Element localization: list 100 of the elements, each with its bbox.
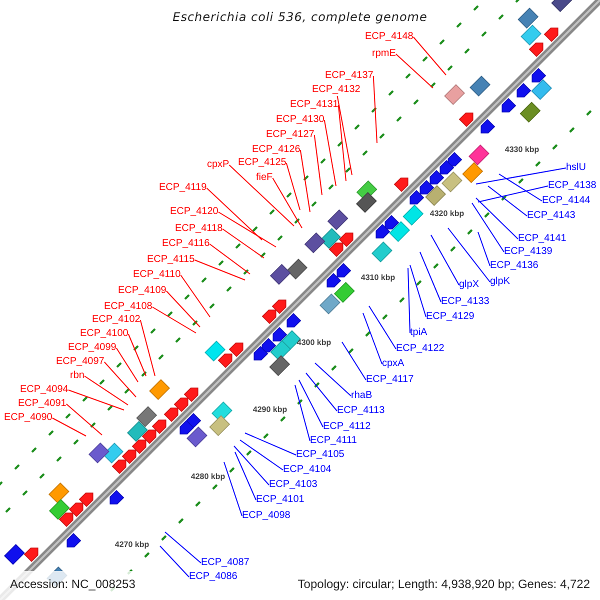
- leader-line: [498, 174, 542, 202]
- gene-label: ECP_4105: [296, 449, 344, 461]
- leader-line: [488, 186, 528, 216]
- leader-line: [294, 384, 310, 442]
- leader-line: [410, 264, 426, 318]
- gene-label: ECP_4139: [504, 246, 552, 258]
- leader-line: [218, 212, 276, 248]
- leader-line: [324, 120, 336, 186]
- gene-label: ECP_4148: [365, 31, 414, 43]
- gene-label: ECP_4097: [56, 356, 104, 368]
- leader-line: [234, 446, 270, 486]
- gene-label: ECP_4138: [548, 180, 596, 192]
- scale-label: 4280 kbp: [190, 472, 226, 482]
- gene-label: ECP_4143: [527, 210, 576, 222]
- leader-line: [342, 342, 366, 380]
- leader-line: [68, 390, 124, 410]
- leader-line: [140, 320, 156, 376]
- leader-line: [180, 274, 210, 318]
- gene-label: ECP_4118: [175, 223, 223, 235]
- gene-label: ECP_4133: [441, 296, 490, 308]
- leader-line: [240, 440, 284, 470]
- gene-label: hslU: [566, 162, 586, 174]
- accession-text: Accession: NC_008253: [10, 577, 136, 591]
- leader-line: [116, 348, 138, 382]
- leader-line: [395, 54, 434, 88]
- gene-label: ECP_4117: [366, 374, 414, 386]
- gene-label: glpX: [459, 279, 480, 291]
- leader-line: [472, 202, 504, 252]
- gene-label: ECP_4127: [266, 129, 314, 141]
- gene-label: ECP_4108: [104, 301, 152, 313]
- leader-line: [286, 162, 300, 210]
- gene-label: ECP_4115: [147, 254, 195, 266]
- gene-label: ECP_4102: [92, 314, 140, 326]
- gene-label: ECP_4098: [242, 510, 290, 522]
- gene-label: ECP_4144: [542, 195, 590, 207]
- gene-label: tpiA: [410, 327, 428, 339]
- leader-line: [314, 134, 322, 196]
- scale-label: 4320 kbp: [430, 209, 464, 219]
- leader-line: [298, 380, 324, 428]
- leader-line: [128, 334, 146, 376]
- gene-label: ECP_4126: [252, 144, 300, 156]
- gene-label: cpxP: [207, 159, 230, 171]
- diagram-title: Escherichia coli 536, complete genome: [172, 10, 428, 24]
- gene-label: cpxA: [382, 358, 404, 370]
- leader-line: [234, 452, 256, 500]
- gene-label: fieF: [256, 172, 273, 184]
- gene-label: ECP_4110: [133, 269, 181, 281]
- leader-line: [362, 312, 382, 364]
- leader-line: [152, 306, 196, 334]
- leader-line: [166, 290, 200, 328]
- gene-label: ECP_4100: [80, 328, 128, 340]
- scale-label: 4300 kbp: [296, 338, 332, 348]
- gene-label: ECP_4086: [189, 571, 238, 583]
- gene-label: ECP_4125: [238, 157, 286, 169]
- gene-label: ECP_4120: [170, 206, 218, 218]
- leader-line: [209, 244, 250, 274]
- gene-label: ECP_4136: [490, 260, 538, 272]
- leader-line: [368, 306, 396, 350]
- gene-label: ECP_4104: [283, 464, 332, 476]
- leader-line: [372, 76, 378, 144]
- gene-label: ECP_4137: [325, 70, 374, 82]
- leader-line: [430, 234, 460, 286]
- gene-label: ECP_4131: [290, 99, 338, 111]
- leader-line: [478, 186, 548, 202]
- leader-line: [412, 36, 446, 76]
- gene-label: ECP_4122: [396, 343, 444, 355]
- leader-line: [224, 462, 242, 516]
- leader-line: [244, 432, 296, 456]
- leader-line: [104, 362, 136, 398]
- gene-label: rbn: [70, 370, 84, 382]
- leader-line: [52, 418, 86, 436]
- leader-line: [420, 252, 442, 302]
- gene-label: ECP_4141: [518, 233, 566, 245]
- gene-label: ECP_4132: [312, 84, 360, 96]
- leader-line: [476, 168, 566, 184]
- leader-line: [84, 376, 128, 406]
- gene-label: ECP_4113: [337, 405, 385, 417]
- leader-line: [336, 96, 352, 176]
- genome-summary-text: Topology: circular; Length: 4,938,920 bp; Genes: 4,722: [298, 577, 590, 591]
- gene-label: ECP_4111: [310, 435, 357, 447]
- gene-label: ECP_4099: [68, 342, 116, 354]
- leader-line: [476, 198, 518, 240]
- leader-line: [164, 532, 202, 564]
- gene-label: ECP_4103: [269, 479, 318, 491]
- leader-line: [408, 268, 410, 334]
- gene-label: rhaB: [351, 390, 372, 402]
- gene-label: ECP_4101: [256, 494, 304, 506]
- leader-line: [272, 178, 302, 228]
- leader-line: [206, 188, 262, 240]
- scale-label: 4310 kbp: [360, 273, 396, 283]
- gene-label: ECP_4091: [18, 398, 66, 410]
- gene-label: ECP_4094: [20, 384, 68, 396]
- gene-label: ECP_4129: [426, 311, 474, 323]
- leader-line: [338, 104, 346, 182]
- scale-label: 4270 kbp: [114, 540, 150, 550]
- leader-line: [66, 404, 102, 436]
- leader-line: [478, 232, 490, 266]
- gene-label: ECP_4090: [4, 412, 52, 424]
- gene-label: ECP_4130: [276, 114, 324, 126]
- gene-label: glpK: [490, 276, 510, 288]
